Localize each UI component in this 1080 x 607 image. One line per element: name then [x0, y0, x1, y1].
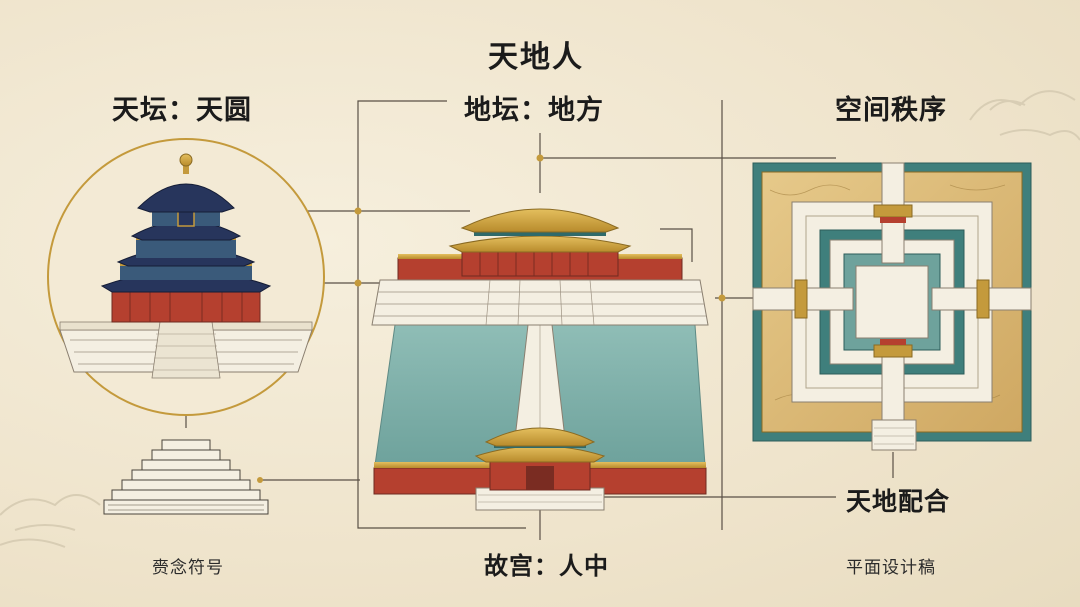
caption-symbol: 赍念符号	[152, 553, 224, 578]
label-heaven-earth-harmony: 天地配合	[846, 482, 950, 518]
label-spatial-order: 空间秩序	[835, 88, 947, 127]
forbidden-city-illustration	[372, 209, 708, 510]
label-palace-center: 故宫：人中	[484, 546, 609, 581]
temple-of-heaven-illustration	[48, 139, 324, 415]
spatial-order-plan	[753, 163, 1031, 450]
page-title: 天地人	[488, 32, 584, 76]
label-heaven-round: 天坛：天圆	[112, 88, 252, 127]
label-earth-square: 地坛：地方	[464, 88, 604, 127]
caption-plan-draft: 平面设计稿	[846, 553, 936, 578]
cloud-ornament-right	[970, 91, 1080, 140]
stepped-symbol-illustration	[104, 440, 268, 514]
cloud-ornament-left	[0, 495, 100, 547]
